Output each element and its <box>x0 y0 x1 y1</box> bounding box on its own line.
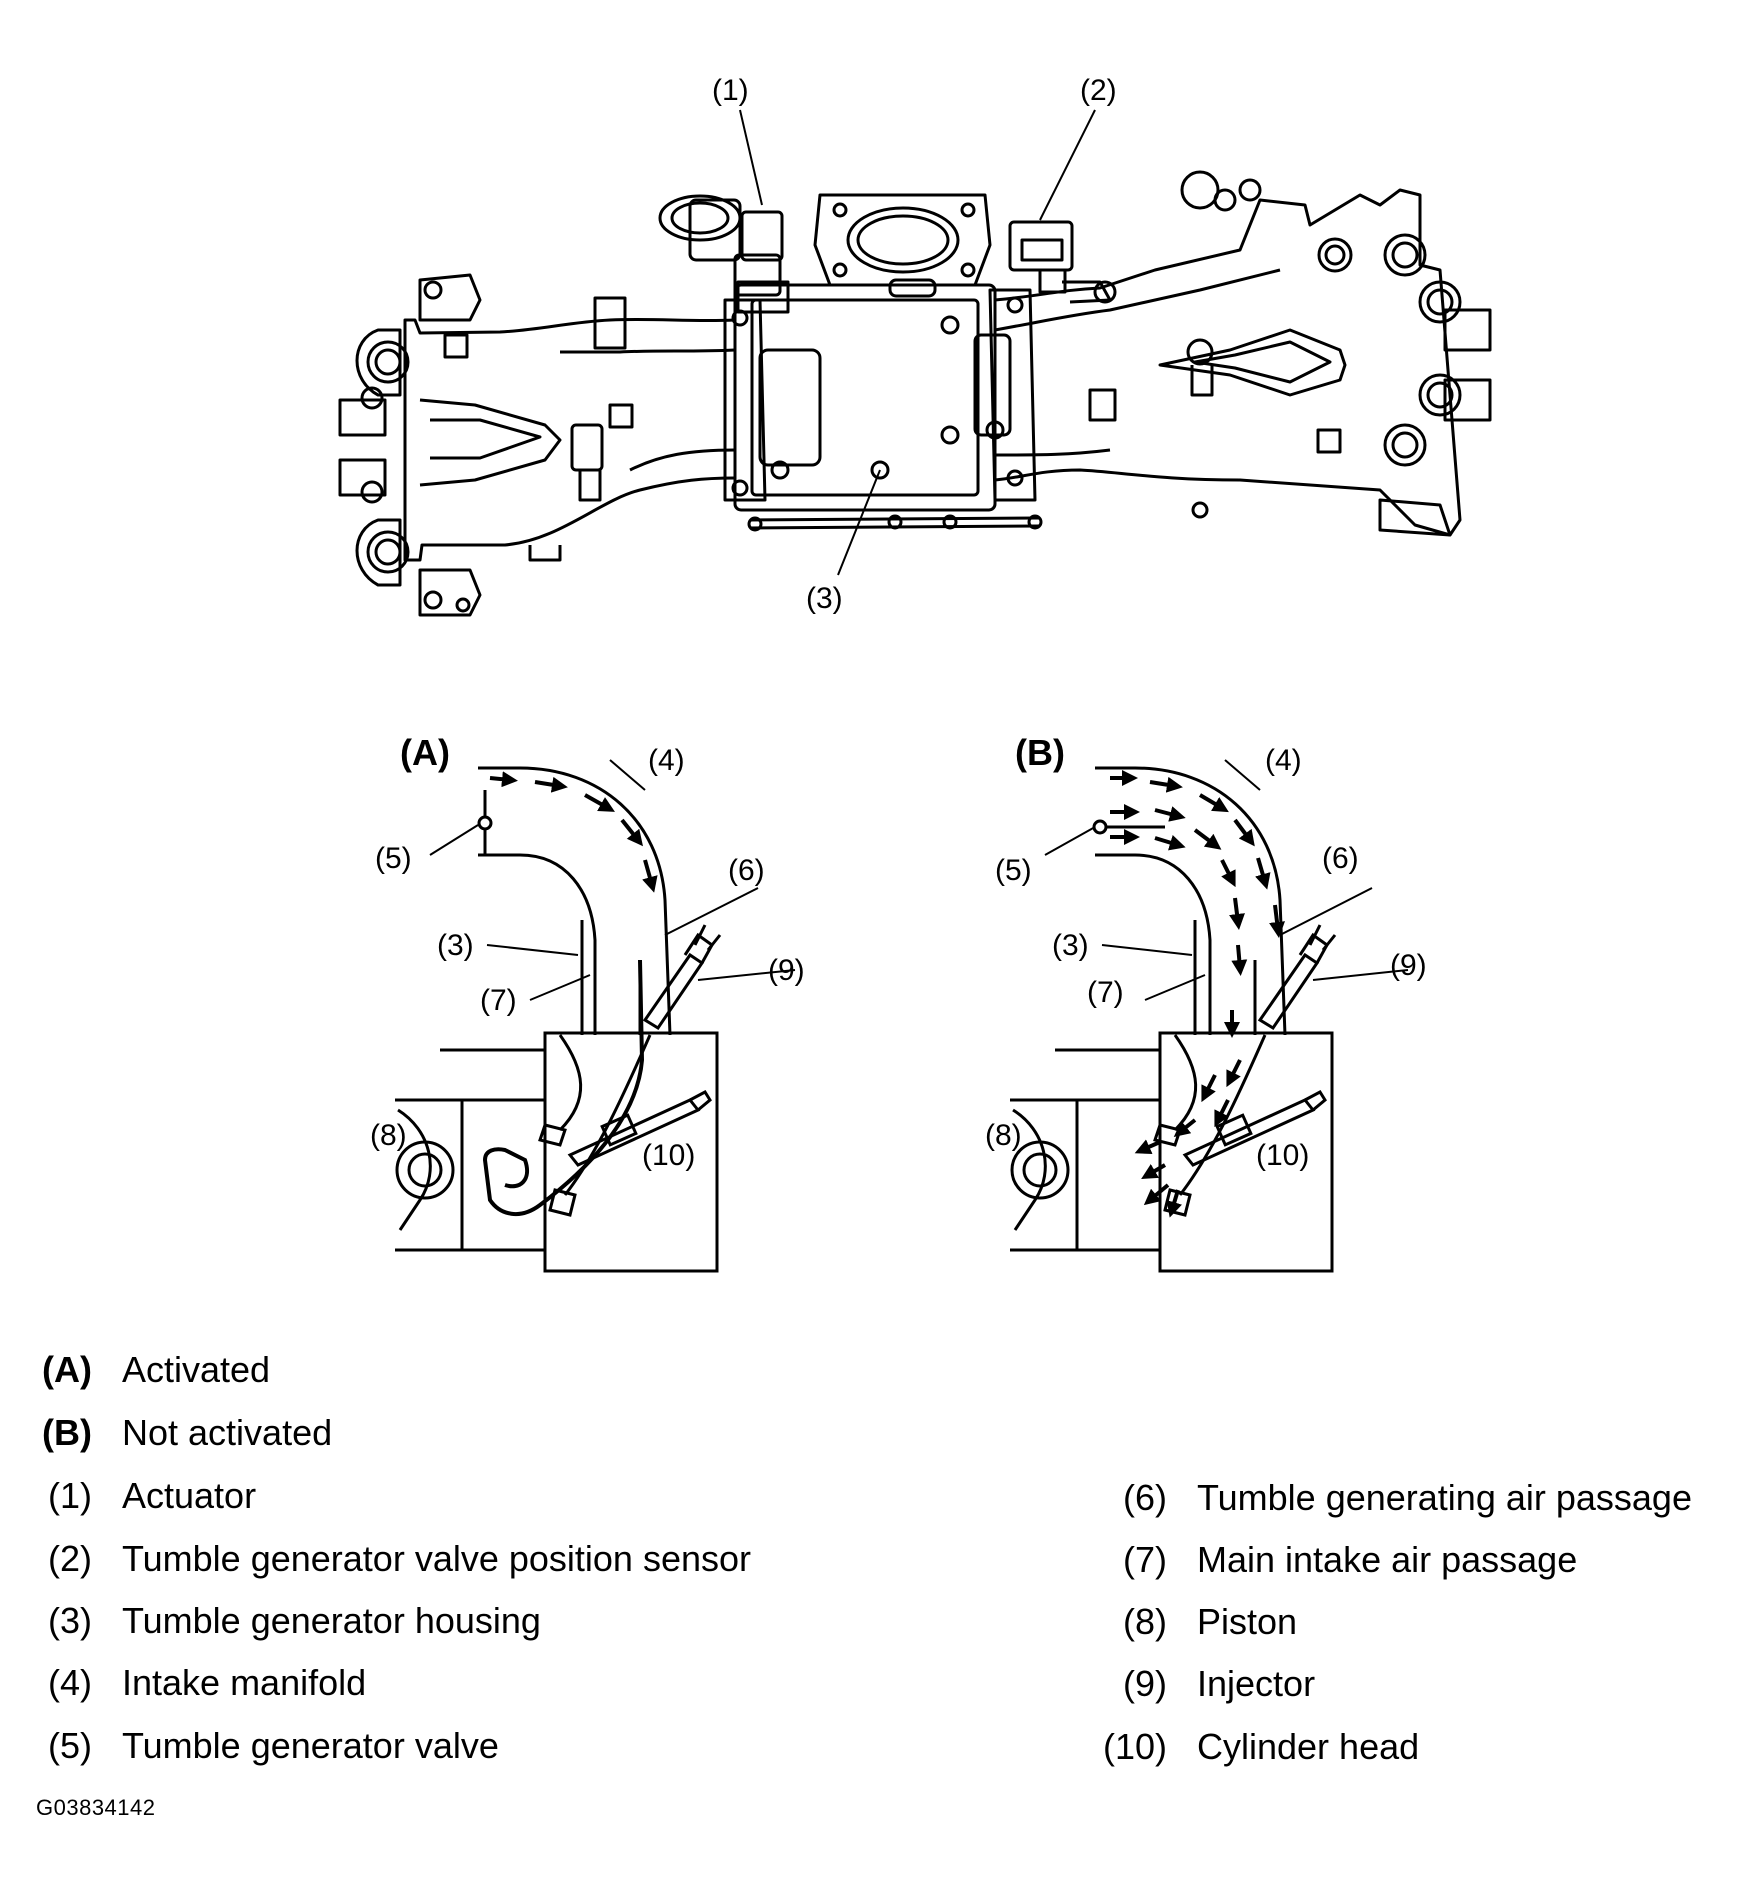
panel-b-intake-manifold <box>1095 766 1287 1036</box>
throttle-flange <box>813 193 992 287</box>
panel-a-callout-10: (10) <box>642 1139 695 1172</box>
panel-a-callout-5: (5) <box>375 842 412 875</box>
panel-b-callout-3: (3) <box>1052 929 1089 962</box>
panel-b-callout-5: (5) <box>995 854 1032 887</box>
panel-a-callout-8: (8) <box>370 1119 407 1152</box>
left-head-flange <box>418 273 482 322</box>
panel-a-activated: (A) (4) (5) (6) (3) (7) (9) (8) (10) <box>370 732 805 1273</box>
panel-a-piston <box>395 1140 455 1200</box>
panel-b-callout-9: (9) <box>1390 949 1427 982</box>
panel-a-intake-manifold <box>478 766 672 1036</box>
top-leaders <box>739 109 1096 576</box>
panel-a-callout-6: (6) <box>728 854 765 887</box>
callout-3: (3) <box>806 582 843 615</box>
panel-a-callout-4: (4) <box>648 744 685 777</box>
panel-b-cylinder-head <box>1158 1031 1334 1273</box>
panel-a-callout-3: (3) <box>437 929 474 962</box>
callout-1: (1) <box>712 74 749 107</box>
panel-b-callout-7: (7) <box>1087 976 1124 1009</box>
panel-b-callout-8: (8) <box>985 1119 1022 1152</box>
panel-b-callout-6: (6) <box>1322 842 1359 875</box>
panel-a-injector <box>642 924 722 1031</box>
panel-b-callout-10: (10) <box>1256 1139 1309 1172</box>
callout-2: (2) <box>1080 74 1117 107</box>
panel-b-injector <box>1257 924 1337 1031</box>
panel-a-callout-9: (9) <box>768 954 805 987</box>
right-runner <box>994 188 1462 537</box>
actuator <box>658 194 790 314</box>
panel-a-callout-7: (7) <box>480 984 517 1017</box>
intake-manifold-assembly <box>338 170 1492 617</box>
panel-a-flow-arrows <box>489 771 658 893</box>
panel-b-flow-arrows <box>1110 770 1285 1218</box>
panel-b-piston <box>1010 1140 1070 1200</box>
panel-a-cylinder-head <box>543 1031 719 1273</box>
panel-b-callout-4: (4) <box>1265 744 1302 777</box>
left-runner <box>403 317 736 562</box>
panel-a-label: (A) <box>400 732 450 773</box>
panel-a-tumble-flow <box>482 959 645 1216</box>
panel-b-not-activated: (B) (4) (5) (6) (3) (7) (9) (8) (10) <box>985 732 1427 1273</box>
panel-b-label: (B) <box>1015 732 1065 773</box>
